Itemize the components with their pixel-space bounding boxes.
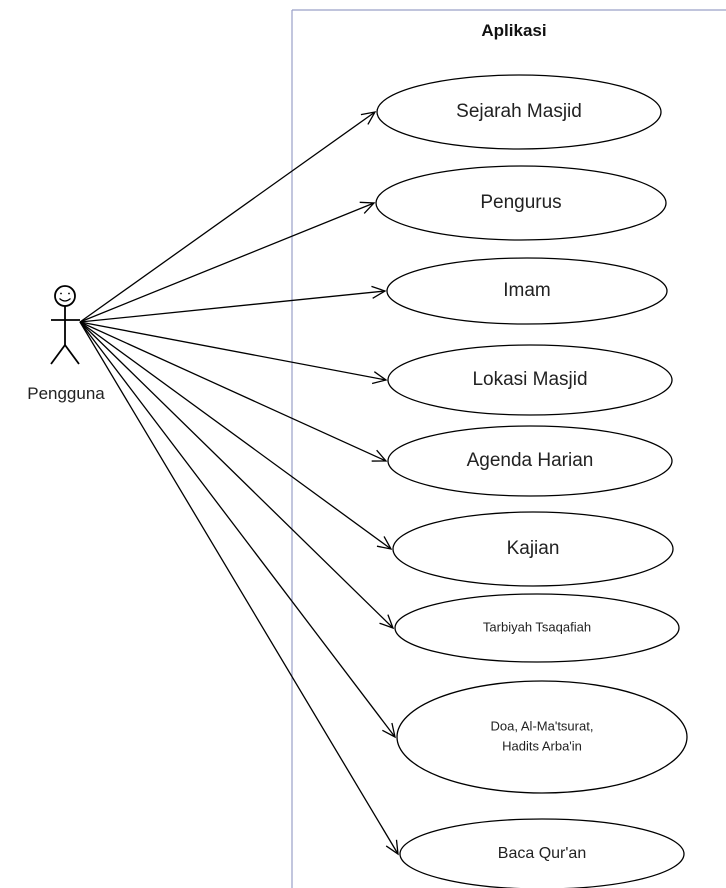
use-case-agenda-harian: Agenda Harian xyxy=(387,425,673,497)
use-case-ellipse xyxy=(375,165,667,241)
arrowhead-icon xyxy=(385,839,399,856)
use-case-label: Tarbiyah Tsaqafiah xyxy=(483,619,591,634)
use-case-pengurus: Pengurus xyxy=(375,165,667,241)
use-case-label: Sejarah Masjid xyxy=(456,101,582,122)
use-case-lokasi-masjid: Lokasi Masjid xyxy=(387,344,673,416)
use-case-label: Doa, Al-Ma'tsurat, xyxy=(491,718,594,733)
association-line-lokasi-masjid xyxy=(79,321,387,381)
use-case-ellipse xyxy=(387,344,673,416)
use-case-ellipse xyxy=(386,257,668,325)
arrowhead-icon xyxy=(371,285,387,299)
use-case-label: Hadits Arba'in xyxy=(502,739,582,754)
use-case-ellipse xyxy=(399,818,685,888)
use-case-ellipse xyxy=(376,74,662,150)
use-case-tarbiyah-tsaqafiah: Tarbiyah Tsaqafiah xyxy=(394,593,680,663)
system-title: Aplikasi xyxy=(481,21,546,40)
association-line-agenda-harian xyxy=(79,321,387,462)
arrowhead-icon xyxy=(371,449,388,462)
use-case-label: Imam xyxy=(503,280,551,301)
use-case-label: Pengurus xyxy=(480,192,561,213)
stick-figure-icon xyxy=(50,285,80,365)
use-case-ellipse xyxy=(396,680,688,794)
arrowhead-icon xyxy=(371,371,388,385)
system-boundary: Aplikasi xyxy=(291,9,726,888)
association-line-tarbiyah-tsaqafiah xyxy=(79,321,394,629)
association-lines xyxy=(79,111,399,856)
association-line-imam xyxy=(79,290,386,323)
association-line-pengurus xyxy=(79,202,375,323)
use-case-label: Agenda Harian xyxy=(467,450,594,471)
use-case-label: Baca Qur'an xyxy=(498,845,586,862)
arrowhead-icon xyxy=(376,536,393,550)
arrowhead-icon xyxy=(382,722,396,739)
association-line-kajian xyxy=(79,321,392,550)
arrowhead-icon xyxy=(360,111,377,125)
arrowhead-icon xyxy=(359,201,376,214)
use-case-imam: Imam xyxy=(386,257,668,325)
actor-label: Pengguna xyxy=(27,384,105,403)
arrowhead-icon xyxy=(379,614,395,630)
use-case-ellipse xyxy=(387,425,673,497)
association-line-doa-al-matsurat-hadits-arbain xyxy=(79,321,396,738)
actor-pengguna: Pengguna xyxy=(27,285,105,403)
use-case-sejarah-masjid: Sejarah Masjid xyxy=(376,74,662,150)
association-line-baca-quran xyxy=(79,321,399,855)
use-case-ellipse xyxy=(392,511,674,587)
use-case-doa-al-matsurat-hadits-arbain: Doa, Al-Ma'tsurat, Hadits Arba'in xyxy=(396,680,688,794)
use-case-label: Lokasi Masjid xyxy=(472,369,587,390)
use-case-ellipse xyxy=(394,593,680,663)
use-case-kajian: Kajian xyxy=(392,511,674,587)
use-case-baca-quran: Baca Qur'an xyxy=(399,818,685,888)
use-case-label: Kajian xyxy=(507,538,560,559)
association-line-sejarah-masjid xyxy=(79,111,376,323)
